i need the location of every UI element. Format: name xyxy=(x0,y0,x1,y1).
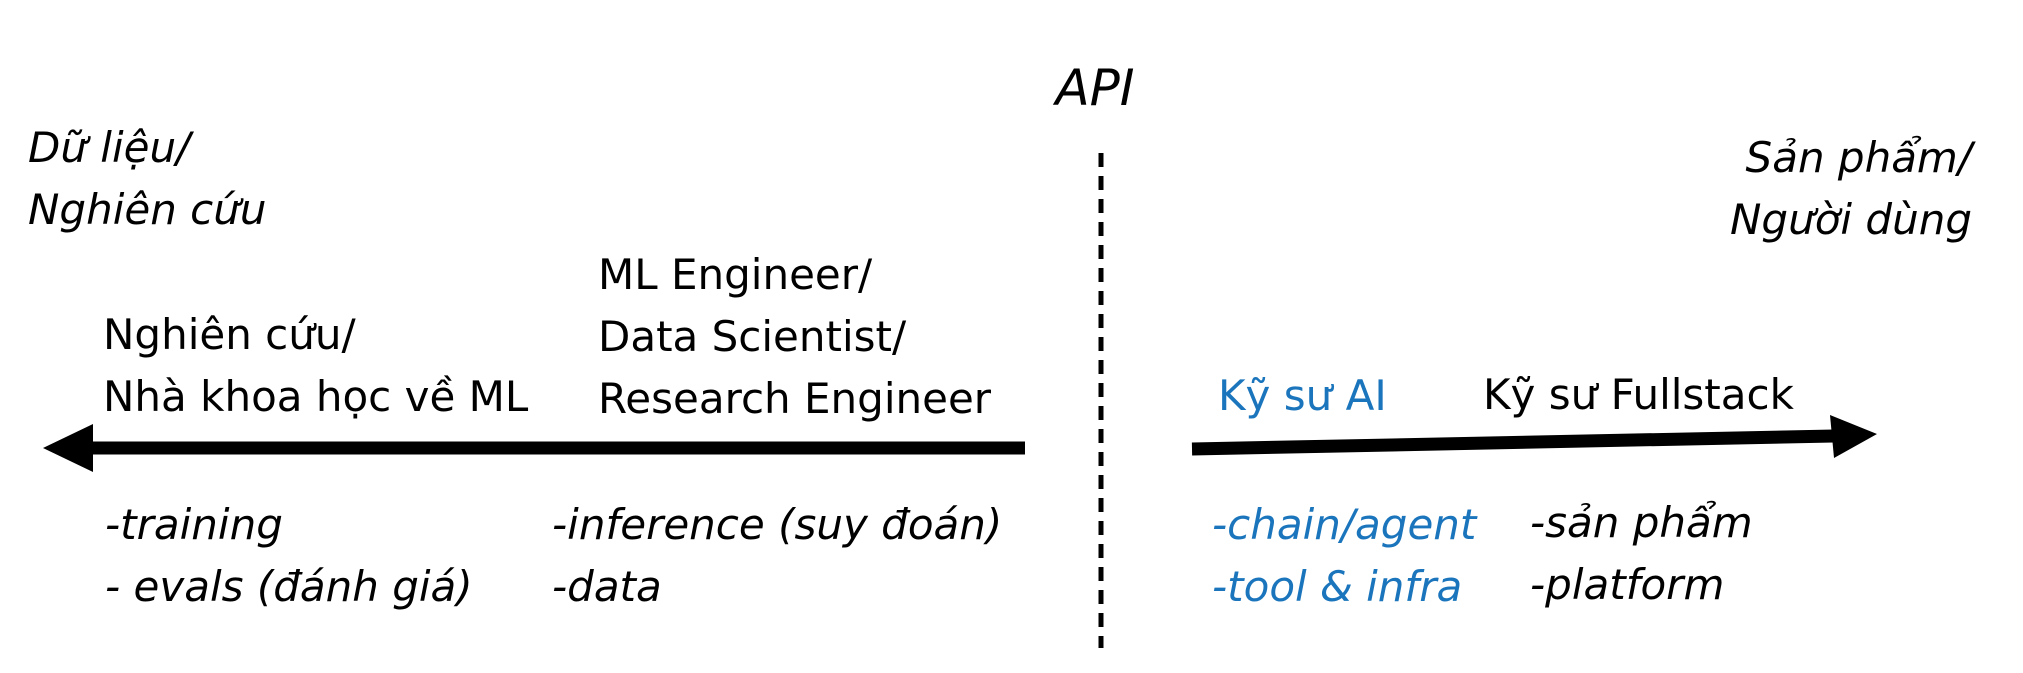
role-ml-engineer-line3: Research Engineer xyxy=(598,374,992,423)
task-item: - evals (đánh giá) xyxy=(105,562,473,611)
task-item: -sản phẩm xyxy=(1530,498,1753,547)
left-arrow xyxy=(43,424,1025,472)
pole-product-users-line1: Sản phẩm/ xyxy=(1745,133,1972,182)
task-item: -data xyxy=(552,562,662,611)
right-arrowhead-icon xyxy=(1830,415,1877,458)
role-ml-engineer-line2: Data Scientist/ xyxy=(598,312,907,361)
role-fullstack-engineer: Kỹ sư Fullstack xyxy=(1483,370,1794,419)
pole-data-research-line2: Nghiên cứu xyxy=(28,185,267,234)
tasks-ai-engineer: -chain/agent -tool & infra xyxy=(1212,494,1476,618)
tasks-ml-engineer: -inference (suy đoán) -data xyxy=(552,494,1002,618)
task-item: -training xyxy=(105,500,283,549)
task-item: -inference (suy đoán) xyxy=(552,500,1003,549)
pole-product-users-line2: Người dùng xyxy=(1730,195,1972,244)
pole-product-users: Sản phẩm/ Người dùng xyxy=(1730,127,1972,251)
task-item: -tool & infra xyxy=(1212,562,1463,611)
pole-data-research-line1: Dữ liệu/ xyxy=(28,123,191,172)
task-item: -platform xyxy=(1530,560,1725,609)
role-ai-engineer: Kỹ sư AI xyxy=(1218,371,1387,420)
left-arrowhead-icon xyxy=(43,424,93,472)
role-ml-scientist: Nghiên cứu/ Nhà khoa học về ML xyxy=(103,304,528,428)
api-label: API xyxy=(1055,59,1135,117)
role-ml-engineer: ML Engineer/ Data Scientist/ Research En… xyxy=(598,244,991,430)
role-ml-engineer-line1: ML Engineer/ xyxy=(598,250,873,299)
role-ml-scientist-line2: Nhà khoa học về ML xyxy=(103,372,529,421)
role-ml-scientist-line1: Nghiên cứu/ xyxy=(103,310,356,359)
pole-data-research: Dữ liệu/ Nghiên cứu xyxy=(28,117,267,241)
tasks-fullstack-engineer: -sản phẩm -platform xyxy=(1530,492,1753,616)
right-arrow xyxy=(1191,415,1877,458)
tasks-ml-scientist: -training - evals (đánh giá) xyxy=(105,494,473,618)
task-item: -chain/agent xyxy=(1212,500,1477,549)
